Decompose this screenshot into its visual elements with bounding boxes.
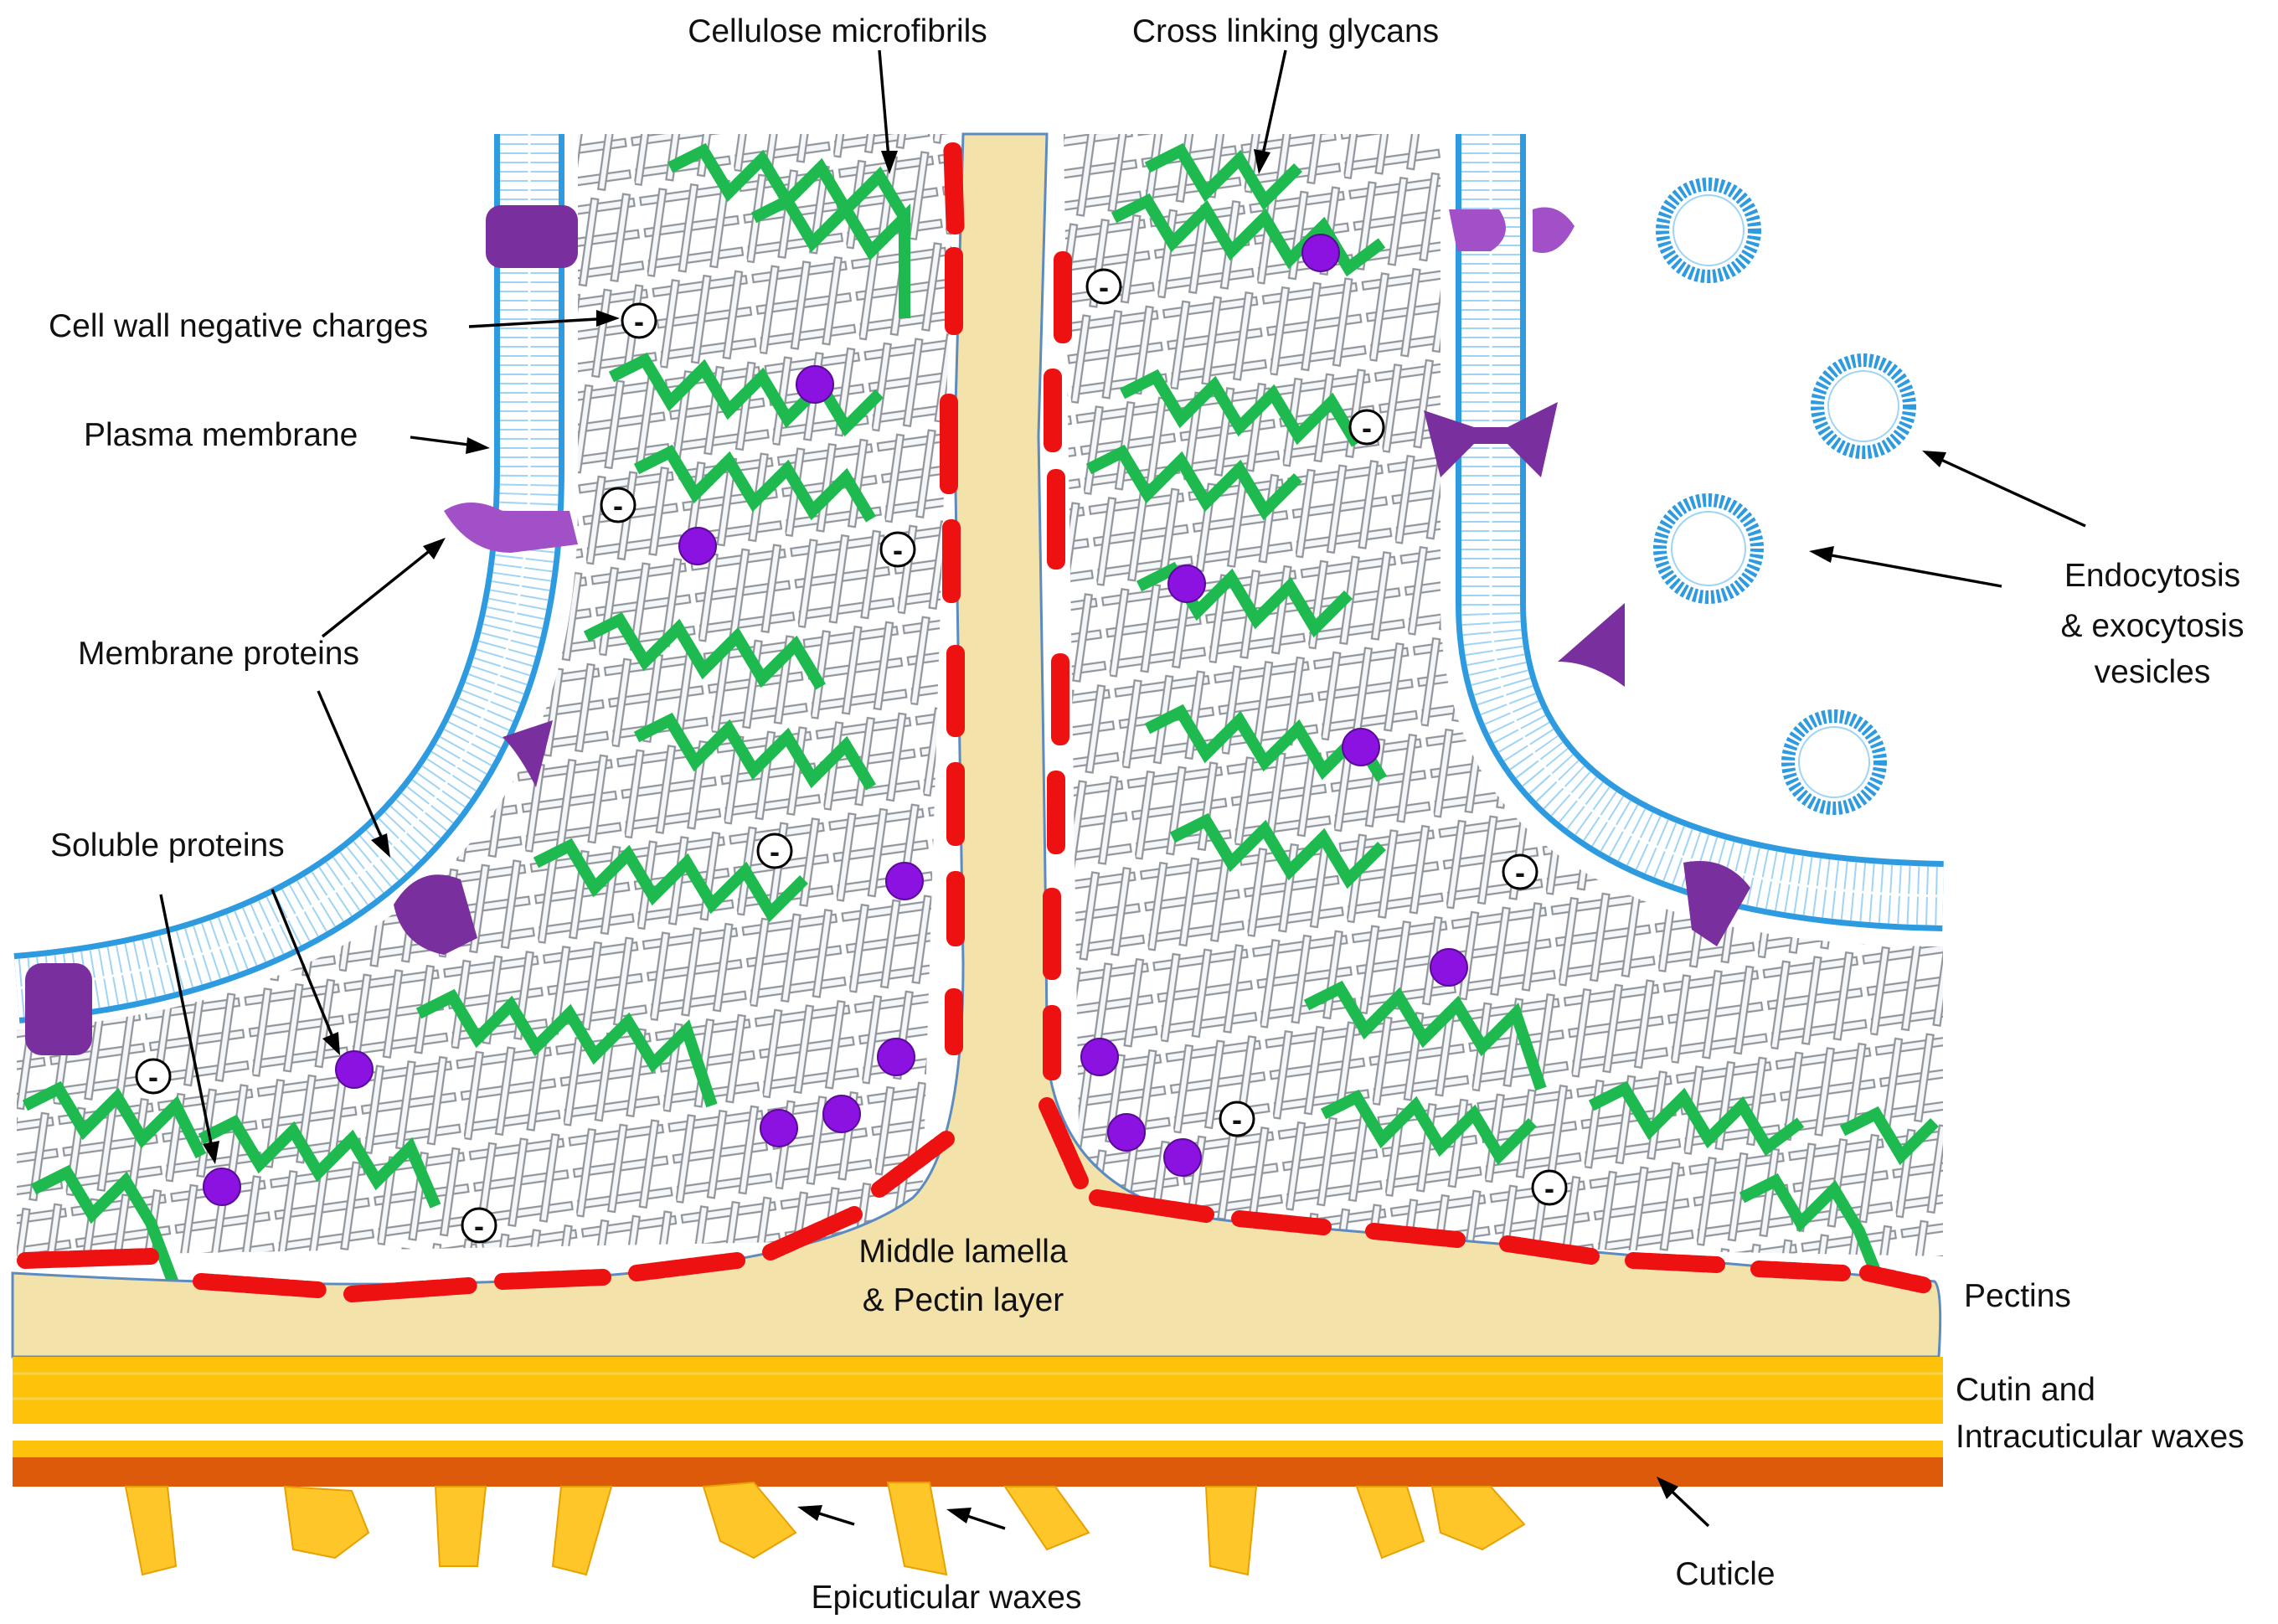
label-cross-linking-glycans: Cross linking glycans — [1132, 13, 1439, 49]
negative-charge-9: - — [1502, 853, 1538, 890]
label-cell-wall-negative-charges: Cell wall negative charges — [49, 308, 428, 344]
svg-text:-: - — [634, 304, 644, 338]
label-middle-lamella-line2: & Pectin layer — [863, 1282, 1064, 1318]
label-cellulose-microfibrils: Cellulose microfibrils — [688, 13, 987, 49]
membrane-protein-channel-left-bottom — [25, 963, 92, 1055]
negative-charge-5: - — [135, 1058, 172, 1095]
negative-charge-7: - — [1085, 268, 1122, 305]
membrane-protein-right-1b — [1533, 207, 1574, 253]
svg-text:-: - — [148, 1059, 158, 1094]
label-soluble-proteins: Soluble proteins — [50, 827, 285, 864]
svg-text:-: - — [1544, 1171, 1554, 1205]
membrane-protein-right-4 — [1683, 861, 1750, 946]
label-endocytosis-line3: vesicles — [2095, 654, 2211, 690]
svg-text:-: - — [1232, 1102, 1242, 1137]
label-cutin-line1: Cutin and — [1956, 1372, 2095, 1408]
negative-charge-4: - — [756, 833, 793, 869]
membrane-protein-right-1 — [1449, 209, 1506, 251]
plasma-membrane-right — [1456, 134, 1944, 931]
membrane-protein-left-3 — [502, 720, 553, 787]
svg-text:-: - — [474, 1209, 484, 1243]
negative-charge-10: - — [1219, 1101, 1255, 1137]
svg-text:-: - — [1515, 855, 1525, 889]
svg-text:-: - — [893, 533, 903, 567]
cutin-layer — [13, 1357, 1943, 1457]
cuticle-layer — [13, 1457, 1943, 1487]
cellulose-microfibrils-left — [17, 134, 955, 1256]
membrane-protein-right-2 — [1424, 402, 1558, 477]
svg-text:-: - — [770, 834, 780, 869]
membrane-protein-left-2 — [444, 503, 578, 553]
label-cuticle: Cuticle — [1675, 1556, 1775, 1592]
label-pectins: Pectins — [1964, 1278, 2071, 1314]
epicuticular-waxes — [124, 1481, 1526, 1576]
svg-text:-: - — [1099, 270, 1109, 304]
membrane-protein-channel-left-top — [486, 205, 578, 268]
negative-charge-2: - — [600, 487, 636, 523]
svg-text:-: - — [1362, 410, 1372, 445]
label-cutin-line2: Intracuticular waxes — [1956, 1419, 2244, 1455]
membrane-protein-left-4 — [394, 874, 477, 955]
negative-charge-8: - — [1348, 409, 1385, 446]
label-membrane-proteins: Membrane proteins — [78, 636, 359, 672]
negative-charge-3: - — [879, 531, 916, 568]
label-epicuticular-waxes: Epicuticular waxes — [812, 1580, 1082, 1616]
label-endocytosis-line1: Endocytosis — [2064, 558, 2240, 594]
label-endocytosis-line2: & exocytosis — [2061, 608, 2244, 644]
negative-charge-1: - — [621, 302, 657, 339]
soluble-proteins — [203, 234, 1468, 1206]
labels: Cellulose microfibrils Cross linking gly… — [49, 13, 2244, 1616]
negative-charge-6: - — [461, 1207, 497, 1244]
membrane-protein-right-3 — [1558, 603, 1625, 687]
vesicles — [1653, 178, 1916, 815]
svg-text:-: - — [613, 488, 623, 523]
label-middle-lamella-line1: Middle lamella — [858, 1234, 1068, 1270]
pointer-arrows — [159, 49, 2086, 1530]
pectin-beads — [17, 142, 1935, 1302]
membrane-proteins — [25, 205, 1750, 1055]
label-plasma-membrane: Plasma membrane — [84, 417, 358, 453]
cell-wall-negative-charges: - - - - - - - - - - - — [135, 268, 1568, 1244]
negative-charge-11: - — [1531, 1169, 1568, 1206]
plasma-membrane-left — [13, 134, 564, 1023]
